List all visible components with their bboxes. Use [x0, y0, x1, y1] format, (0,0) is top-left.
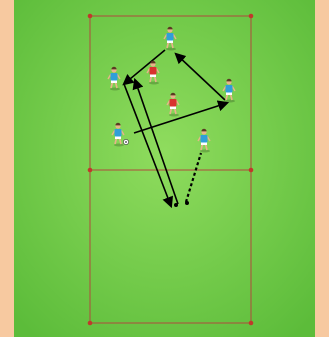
cone-marker	[88, 168, 93, 173]
ball-panel	[125, 141, 127, 143]
start-point-marker	[185, 201, 189, 205]
player-shirt	[111, 73, 118, 81]
cone-marker	[249, 14, 254, 19]
start-point-marker	[174, 203, 178, 207]
cone-marker	[88, 14, 93, 19]
player-shirt	[170, 99, 177, 107]
cone-marker	[88, 321, 93, 326]
player-shirt	[150, 67, 157, 75]
player-shirt	[226, 85, 233, 93]
player-shirt	[115, 129, 122, 137]
cone-marker	[249, 321, 254, 326]
player-shirt	[201, 135, 208, 143]
player-shirt	[167, 33, 174, 41]
cone-marker	[249, 168, 254, 173]
